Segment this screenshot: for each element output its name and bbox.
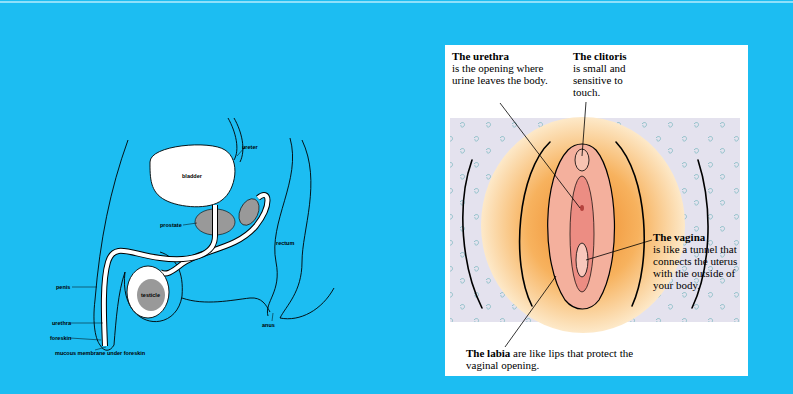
callout-heading: The vagina xyxy=(653,231,748,243)
callout-text: is like a tunnel that connects the uteru… xyxy=(653,243,737,291)
male-anatomy xyxy=(94,118,334,350)
callout-leaders xyxy=(500,102,652,347)
part-label: penis xyxy=(56,284,70,290)
testicle-shape xyxy=(127,266,169,318)
part-label: anus xyxy=(262,322,275,328)
urethra-opening xyxy=(580,205,584,211)
tubes xyxy=(104,195,268,346)
callout-text: is small and sensitive to touch. xyxy=(573,62,626,98)
clitoris-callout: The clitoris is small and sensitive to t… xyxy=(573,50,651,98)
leader-lines xyxy=(70,147,273,350)
spacer xyxy=(510,347,513,359)
part-label: mucous membrane under foreskin xyxy=(55,350,145,356)
vagina-callout: The vagina is like a tunnel that connect… xyxy=(653,231,748,291)
part-label: testicle xyxy=(141,292,160,298)
part-label: prostate xyxy=(160,222,182,228)
labia-callout: The labia are like lips that protect the… xyxy=(466,347,666,371)
panel xyxy=(445,45,748,376)
testicle-inner xyxy=(137,279,165,311)
part-label: ureter xyxy=(242,144,258,150)
urethra-callout: The urethra is the opening where urine l… xyxy=(452,50,554,86)
skin xyxy=(481,117,685,333)
callout-heading: The labia xyxy=(466,347,510,359)
part-label: foreskin xyxy=(50,335,71,341)
part-label: urethra xyxy=(52,320,71,326)
vestibule xyxy=(570,176,594,292)
callout-heading: The clitoris xyxy=(573,50,651,62)
bladder-shape xyxy=(150,145,235,207)
callout-text: is the opening where urine leaves the bo… xyxy=(452,62,548,86)
top-rule xyxy=(0,1,793,3)
inner-labia xyxy=(548,144,615,309)
callout-heading: The urethra xyxy=(452,50,554,62)
part-label: rectum xyxy=(276,240,294,246)
part-label: bladder xyxy=(182,173,202,179)
